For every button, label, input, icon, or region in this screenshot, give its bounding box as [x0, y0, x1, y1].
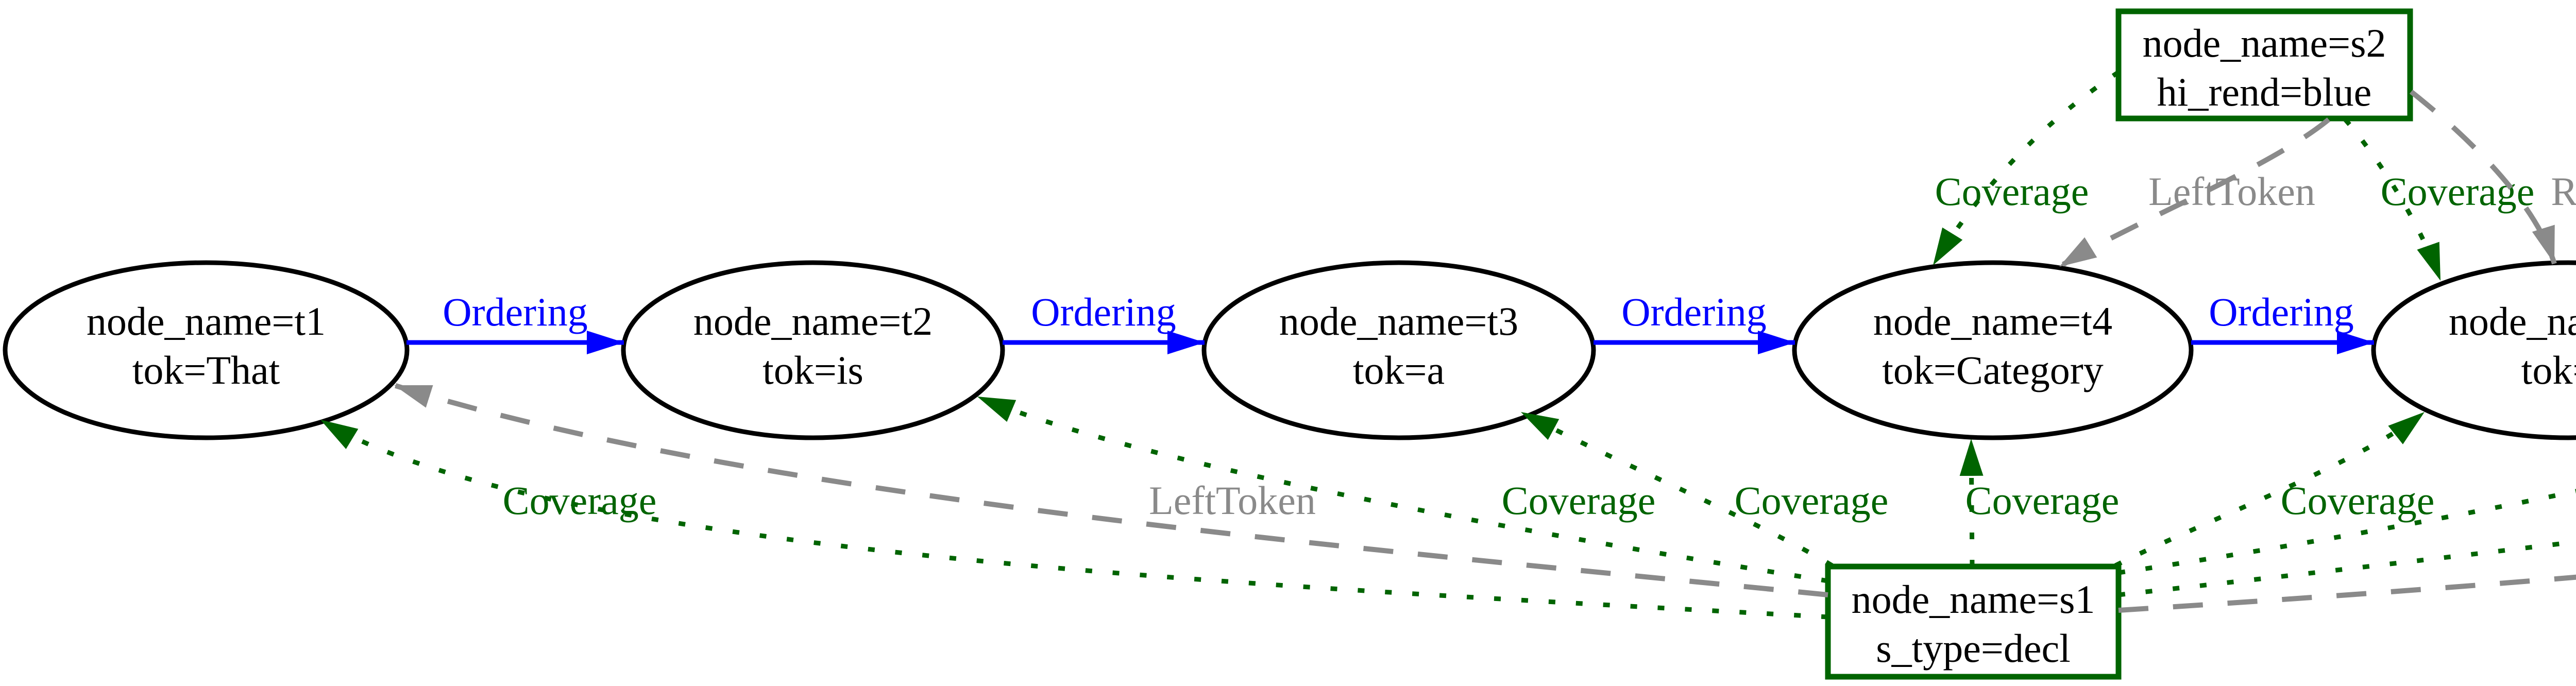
edge-righttoken-s2-t5-path — [2409, 90, 2557, 265]
sentence-node-s2-label-line1: node_name=s2 — [2143, 21, 2386, 65]
sentence-node-s1: node_name=s1s_type=decl — [1825, 563, 2122, 680]
sentence-node-s1-shape — [1825, 563, 2122, 680]
token-node-t5-label-line2: tok=3 — [2521, 348, 2576, 392]
edge-righttoken-s1-t7-path — [2118, 574, 2576, 613]
edge-lefttoken-s2-t4-label: LeftToken — [2148, 169, 2315, 214]
edge-coverage-s1-t1: Coverage — [319, 418, 1828, 620]
token-node-t1-label-line2: tok=That — [132, 348, 280, 392]
edge-coverage-s1-t3-label: Coverage — [1735, 478, 1889, 523]
edge-coverage-s1-t5: Coverage — [2114, 410, 2435, 568]
edge-righttoken-s1-t7: RightToken — [2118, 574, 2576, 613]
token-node-t5: node_name=t5tok=3 — [2371, 260, 2576, 440]
edge-coverage-s1-t2: Coverage — [976, 394, 1828, 584]
sentence-node-s1-label-line1: node_name=s1 — [1852, 577, 2095, 622]
token-node-t1-shape — [3, 260, 410, 440]
token-node-t4-label-line2: tok=Category — [1882, 348, 2104, 392]
edge-ordering-t4-t5: Ordering — [2191, 289, 2374, 354]
edge-lefttoken-s1-t1-label: LeftToken — [1149, 478, 1316, 523]
edge-coverage-s1-t6-path — [2118, 489, 2576, 575]
token-node-t4-label-line1: node_name=t4 — [1873, 299, 2112, 344]
edge-coverage-s1-t3-path — [1519, 410, 1834, 568]
token-node-t5-label-line1: node_name=t5 — [2449, 299, 2576, 344]
token-node-t2-label-line1: node_name=t2 — [693, 299, 933, 344]
edge-coverage-s2-t4-path — [1931, 70, 2120, 267]
edge-coverage-s1-t3: Coverage — [1519, 410, 1889, 568]
edge-coverage-s1-t4: Coverage — [1959, 438, 2120, 567]
edge-ordering-t2-t3-label: Ordering — [1031, 289, 1176, 334]
edge-coverage-s2-t5-label: Coverage — [2381, 169, 2535, 214]
token-node-t1-label-line1: node_name=t1 — [87, 299, 326, 344]
token-node-t2-label-line2: tok=is — [762, 348, 863, 392]
edge-coverage-s2-t4: Coverage — [1931, 70, 2120, 267]
sentence-node-s2-label-line2: hi_rend=blue — [2157, 70, 2372, 114]
edge-coverage-s1-t2-label: Coverage — [1502, 478, 1656, 523]
edge-coverage-s2-t5-path — [2343, 118, 2443, 282]
edge-righttoken-s2-t5: RightToken — [2409, 90, 2576, 265]
edge-coverage-s1-t6: Coverage — [2118, 489, 2576, 575]
edge-coverage-s1-t1-label: Coverage — [503, 478, 657, 523]
edge-coverage-s1-t5-path — [2114, 410, 2426, 568]
token-node-t3-label-line2: tok=a — [1353, 348, 1445, 392]
edge-coverage-s1-t4-label: Coverage — [1965, 478, 2120, 523]
edge-lefttoken-s2-t4: LeftToken — [2058, 117, 2331, 269]
edge-coverage-s2-t5: Coverage — [2343, 118, 2535, 282]
sentence-node-s2-shape — [2115, 8, 2413, 122]
edge-ordering-t3-t4-label: Ordering — [1621, 289, 1767, 334]
edge-ordering-t4-t5-label: Ordering — [2209, 289, 2354, 334]
sentence-node-s1-label-line2: s_type=decl — [1876, 626, 2071, 671]
edge-righttoken-s2-t5-label: RightToken — [2551, 169, 2576, 214]
edge-lefttoken-s1-t1-path — [393, 383, 1828, 597]
edge-ordering-t1-t2: Ordering — [406, 289, 624, 354]
token-node-t3-label-line1: node_name=t3 — [1279, 299, 1518, 344]
edge-ordering-t2-t3: Ordering — [1003, 289, 1205, 354]
edge-ordering-t1-t2-label: Ordering — [443, 289, 588, 334]
edge-coverage-s1-t2-path — [976, 394, 1828, 584]
edge-coverage-s2-t4-label: Coverage — [1935, 169, 2089, 214]
edge-ordering-t3-t4: Ordering — [1594, 289, 1795, 354]
sentence-node-s2: node_name=s2 hi_rend=blue — [2115, 8, 2413, 122]
edge-coverage-s1-t5-label: Coverage — [2281, 478, 2435, 523]
